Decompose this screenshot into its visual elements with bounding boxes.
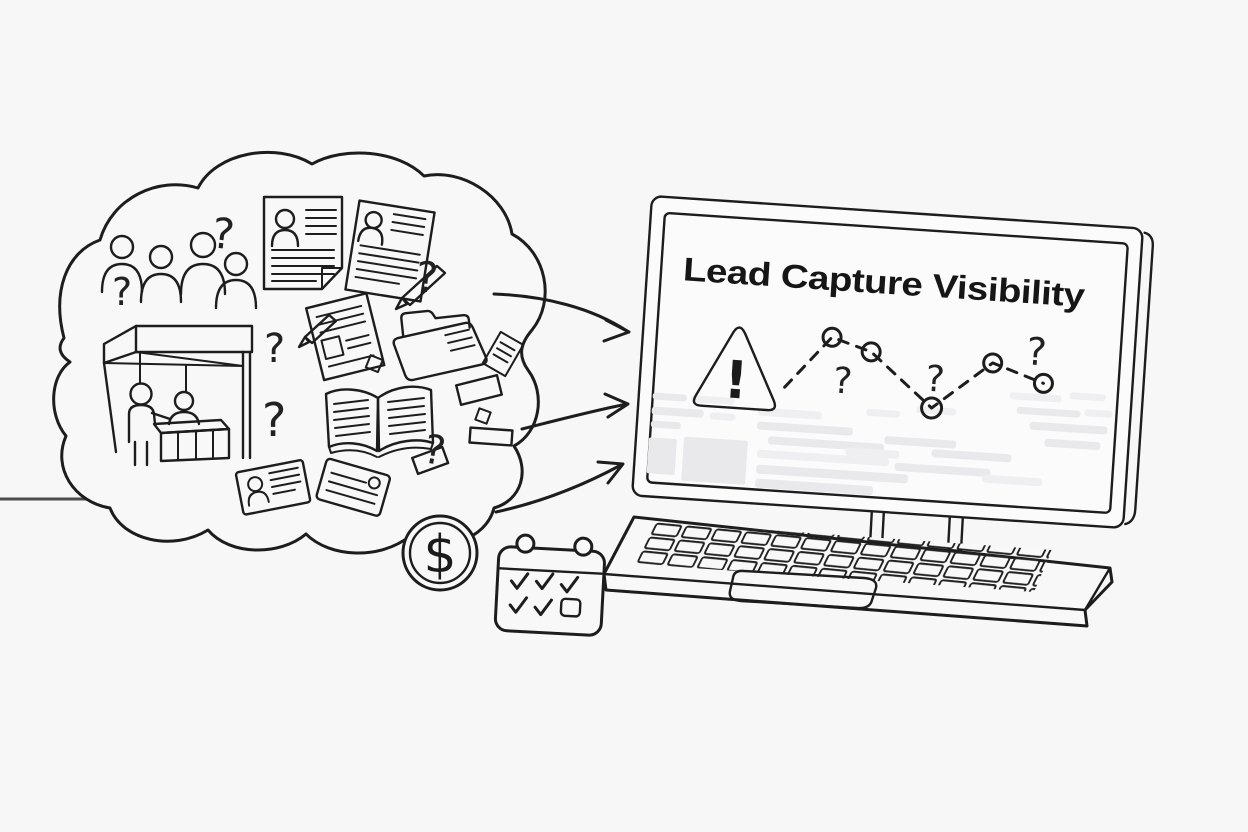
pencil-icon xyxy=(394,264,447,311)
warning-triangle-icon: ! xyxy=(692,326,777,412)
monitor-frame xyxy=(631,195,1144,529)
business-card-icon xyxy=(234,459,312,516)
id-card-document-icon xyxy=(297,292,386,382)
question-mark: ? xyxy=(1025,329,1048,374)
folder-icon xyxy=(392,309,488,382)
arrow-bottom xyxy=(494,460,625,514)
monitor-screen xyxy=(646,212,1129,514)
open-book-icon xyxy=(324,385,435,458)
trend-node xyxy=(920,396,944,420)
question-mark: ? xyxy=(262,393,286,447)
trackpad xyxy=(728,569,878,610)
hanging-strings xyxy=(139,351,187,392)
arrows xyxy=(492,292,631,514)
question-mark: ? xyxy=(414,252,440,302)
note-rect xyxy=(455,374,503,406)
note-diamond xyxy=(474,407,492,425)
booth-counter xyxy=(152,418,231,463)
calendar-checklist-icon xyxy=(493,533,606,637)
note-rect xyxy=(411,445,450,476)
trend-node xyxy=(982,352,1004,374)
question-marks-screen: ? ? ? xyxy=(832,329,1048,402)
booth-visitor xyxy=(127,382,172,467)
question-mark: ? xyxy=(264,326,285,372)
pen-icon xyxy=(297,313,338,349)
people-group-icon xyxy=(100,231,258,310)
trade-show-booth-icon xyxy=(102,324,254,467)
note-diamond xyxy=(364,354,384,374)
credit-card-icon xyxy=(315,457,391,517)
question-mark: ? xyxy=(210,208,237,259)
unchecked-box xyxy=(559,597,582,618)
question-marks-cloud: ? ? ? ? ? ? xyxy=(112,208,449,475)
resume-document-icon xyxy=(262,195,344,291)
arrow-top xyxy=(492,292,631,343)
calendar-ring xyxy=(515,533,536,554)
thought-cloud xyxy=(52,150,547,555)
trend-node xyxy=(1032,372,1054,394)
annotated-document-icon xyxy=(344,199,447,311)
booth-staff xyxy=(167,390,201,426)
keyboard-deck xyxy=(602,515,1114,628)
arrow-middle xyxy=(520,392,630,431)
check-marks xyxy=(508,572,582,618)
question-mark: ? xyxy=(832,360,854,402)
dollar-coin-icon: $ xyxy=(401,514,479,592)
note-rect xyxy=(468,426,514,447)
calendar-ring xyxy=(573,536,594,557)
dollar-sign: $ xyxy=(423,525,456,585)
exclamation-mark: ! xyxy=(722,350,750,411)
trend-node xyxy=(821,326,843,348)
question-mark: ? xyxy=(924,359,946,401)
screen-placeholder-text xyxy=(646,392,1113,496)
keyboard-keys xyxy=(636,522,1052,592)
scattered-notes xyxy=(364,330,525,476)
monitor-depth-edge xyxy=(1124,231,1155,526)
question-mark: ? xyxy=(112,270,132,314)
dashed-trend-line xyxy=(783,326,1054,420)
laptop-computer xyxy=(602,506,1114,628)
tiny-card xyxy=(481,330,525,378)
trend-node xyxy=(860,341,882,363)
monitor: Lead Capture Visibility ! ? ? ? xyxy=(631,195,1155,529)
